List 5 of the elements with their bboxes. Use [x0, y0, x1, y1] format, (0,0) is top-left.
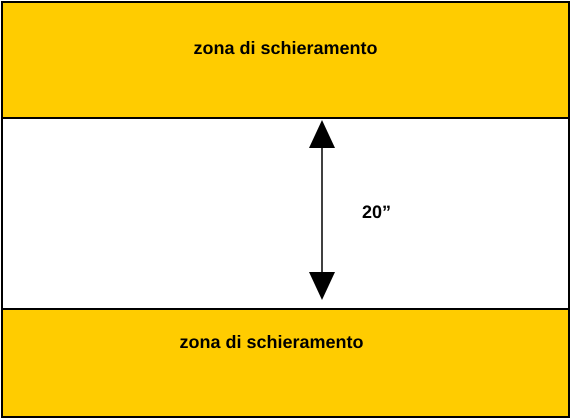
deployment-zone-band — [1, 308, 570, 418]
deployment-zone-band — [1, 1, 570, 119]
dimension-label: 20” — [362, 202, 392, 223]
zone-label: zona di schieramento — [179, 332, 364, 353]
zone-label: zona di schieramento — [193, 38, 378, 59]
